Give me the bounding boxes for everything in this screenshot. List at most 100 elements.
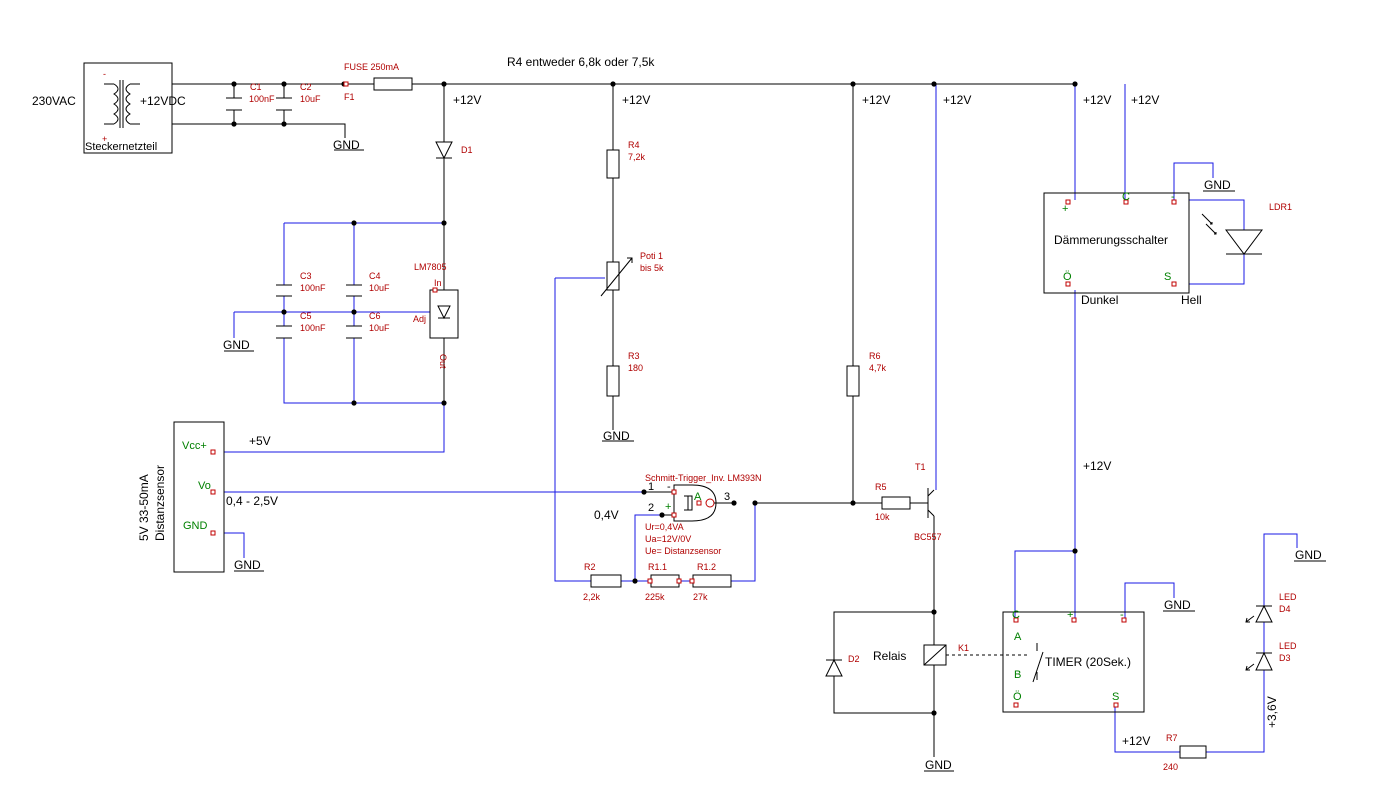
v12-label-8: +12V [1122, 734, 1150, 748]
hell-label: Hell [1181, 293, 1202, 307]
schmitt-ur: Ur=0,4VA [645, 522, 684, 532]
v36-label: +3,6V [1265, 696, 1279, 728]
c1-ref: C1 [250, 82, 262, 92]
gnd-label-timer: GND [1164, 598, 1191, 612]
c4-val: 10uF [369, 283, 390, 293]
t1-ref: T1 [915, 462, 926, 472]
gnd-label-r3: GND [603, 429, 630, 443]
dc-output-label: +12VDC [140, 94, 186, 108]
r12-val: 27k [693, 592, 708, 602]
poti-val: bis 5k [640, 263, 664, 273]
d1-ref: D1 [461, 145, 473, 155]
v12-label-4: +12V [943, 93, 971, 107]
gnd-label-regulator: GND [223, 338, 250, 352]
schmitt-pin1: 1 [648, 481, 654, 493]
led-d3 [1245, 651, 1273, 671]
capacitor-c5 [276, 325, 292, 339]
v12-label-5: +12V [1083, 93, 1111, 107]
r11-val: 225k [645, 592, 665, 602]
twilight-plus: + [1062, 203, 1068, 215]
lm7805-regulator [429, 289, 459, 339]
r3-ref: R3 [628, 351, 640, 361]
v12-label-6: +12V [1131, 93, 1159, 107]
psu-minus: - [103, 69, 106, 79]
gnd-label-psu: GND [333, 138, 360, 152]
resistor-r3 [606, 365, 620, 397]
r4-val: 7,2k [628, 152, 646, 162]
v12-label-1: +12V [453, 93, 481, 107]
resistor-r6 [846, 365, 860, 397]
psu-plus: + [102, 134, 107, 144]
schmitt-ue: Ue= Distanzsensor [645, 546, 721, 556]
gnd-label-relay: GND [925, 758, 952, 772]
vo-range-label: 0,4 - 2,5V [226, 494, 278, 508]
gnd-label-led: GND [1295, 548, 1322, 562]
regulator-in: In [434, 278, 442, 288]
black-wires [172, 83, 1075, 757]
sensor-vcc-pin: Vcc+ [182, 440, 207, 452]
c3-ref: C3 [300, 271, 312, 281]
c5-ref: C5 [300, 311, 312, 321]
led-d4 [1245, 604, 1273, 623]
r12-ref: R1.2 [697, 562, 716, 572]
schmitt-a: A [694, 491, 702, 503]
r5-ref: R5 [875, 482, 887, 492]
fuse-symbol [373, 77, 413, 91]
resistor-r1-1 [650, 574, 680, 588]
timer-plus: + [1067, 609, 1073, 621]
resistor-r2 [590, 574, 622, 588]
capacitor-c3 [276, 284, 292, 297]
schmitt-ua: Ua=12V/0V [645, 534, 691, 544]
resistor-r5 [881, 496, 911, 510]
timer-b: B [1014, 669, 1021, 681]
resistor-r4 [606, 149, 620, 179]
gnd-label-twilight: GND [1204, 178, 1231, 192]
timer-name: TIMER (20Sek.) [1045, 655, 1131, 669]
r6-ref: R6 [869, 351, 881, 361]
ldr-ref: LDR1 [1269, 202, 1292, 212]
twilight-oe: Ö [1063, 271, 1072, 283]
schmitt-trigger-comparator [644, 484, 734, 522]
pin-markers [210, 81, 1177, 708]
capacitor-c2 [276, 97, 292, 111]
blue-wires [224, 84, 1298, 753]
twilight-s: S [1164, 271, 1171, 283]
c2-val: 10uF [300, 94, 321, 104]
led-d4-ref: D4 [1279, 604, 1291, 614]
c3-val: 100nF [300, 283, 326, 293]
r2-val: 2,2k [583, 592, 601, 602]
timer-a: A [1014, 631, 1022, 643]
capacitor-c1 [226, 97, 242, 111]
fuse-name: FUSE 250mA [344, 62, 399, 72]
timer-minus: - [1120, 609, 1124, 621]
sensor-vo-pin: Vo [198, 480, 211, 492]
poti-arrow [600, 257, 633, 297]
r4-ref: R4 [628, 140, 640, 150]
d2-ref: D2 [848, 654, 860, 664]
poti-ref: Poti 1 [640, 251, 663, 261]
led-d3-ref: D3 [1279, 653, 1291, 663]
resistor-r1-2 [692, 574, 732, 588]
gnd-symbols [224, 149, 1326, 772]
r6-val: 4,7k [869, 363, 887, 373]
v5-label: +5V [249, 434, 271, 448]
schmitt-pin3: 3 [724, 491, 730, 503]
c1-val: 100nF [249, 94, 275, 104]
twilight-c: C [1122, 191, 1130, 203]
v12-label-7: +12V [1083, 459, 1111, 473]
c6-ref: C6 [369, 311, 381, 321]
timer-c: C [1012, 609, 1020, 621]
r5-val: 10k [875, 512, 890, 522]
t1-val: BC557 [914, 532, 942, 542]
gnd-label-sensor: GND [234, 558, 261, 572]
timer-s: S [1112, 691, 1119, 703]
power-supply [83, 62, 173, 154]
k1-ref: K1 [958, 643, 969, 653]
timer-oe: Ö [1013, 691, 1022, 703]
c4-ref: C4 [369, 271, 381, 281]
timer-box [1002, 611, 1145, 713]
diode-d1 [435, 141, 453, 160]
psu-name: Steckernetzteil [85, 141, 157, 153]
